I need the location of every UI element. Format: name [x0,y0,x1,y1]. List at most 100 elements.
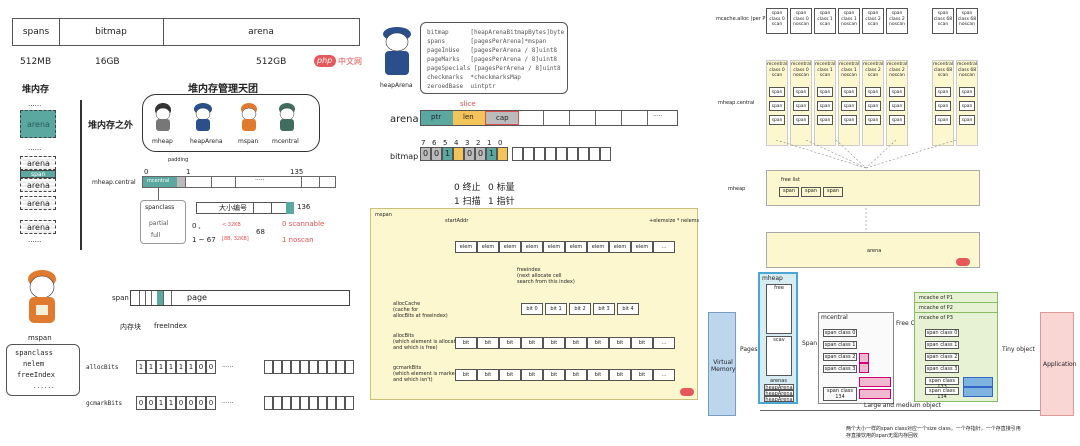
bit-cell: bit 3 [593,303,615,315]
mcache-span-cell: span class 1 scan [814,8,836,34]
mcache-span-cell: span class 1 noscan [838,8,860,34]
mcentral-span-cell: span [817,87,833,97]
bit-cell: bit [543,337,565,349]
arena-right-box: arena [766,232,980,268]
bit-cell-empty [300,396,309,410]
bit-cell: 0 [196,396,206,410]
bit-cell-empty [264,396,273,410]
bit-cell-empty [336,360,345,374]
shift-label: 68 [256,228,265,236]
bitmap-cell-empty [600,147,611,161]
elem-cell: elem [521,241,543,253]
bitmap-cell: 0 [464,147,475,161]
mcentral-span-cell: span [841,115,857,125]
large-object-label: Large and medium object [864,402,942,409]
mcache-span-cell: span class 68 scan [932,8,954,34]
ptr-cell: ptr [421,111,453,125]
elem-cell: elem [565,241,587,253]
arena-label: arena [390,114,419,125]
bit-cell-empty [318,360,327,374]
bit-cell-empty [345,396,354,410]
mcentral-head: mcentral class 2 scan [863,61,883,83]
mcentral-span-cell: span [841,87,857,97]
mcache-p3-box: mcache of P3 span class 0 span class 1 s… [914,312,998,402]
elem-cell: elem [631,241,653,253]
mcentral-span-cell: span [769,101,785,111]
ellipsis: ...... [28,100,42,108]
code-line: pageSpecials [pagesPerArena / 8]uint8 [427,65,561,72]
code-line: pageMarks [pagesPerArena / 8]uint8 [427,56,558,63]
pages-label: Pages [740,346,758,353]
php-watermark-logo: php [314,55,336,67]
code-line: pageInUse [pagesPerArena / 8]uint8 [427,47,558,54]
bit-cell-empty [300,360,309,374]
mcentral-span-cell: span [959,115,975,125]
mcentral-span-cell: span [865,101,881,111]
bitmap-size: 16GB [95,57,120,67]
divider-line [80,100,82,250]
bit-cell: 0 [196,360,206,374]
bitmap-index: 0 [498,139,503,147]
bitmap-cell-empty [545,147,556,161]
mcentral-span-cell: span [959,101,975,111]
free-object-label: Free Object [896,320,930,327]
mcentral-span-cell: span [793,87,809,97]
team-title: 堆内存管理天团 [188,84,258,95]
central-index-0: 0 [144,168,149,176]
bit-cell: bit [477,337,499,349]
mcache-label: mcache.alloc (per P) [716,16,768,22]
elem-cell: elem [477,241,499,253]
mcentral-span-cell: span [841,101,857,111]
stop-label: 0 终止 [454,183,481,193]
code-line: zeroedBase uintptr [427,83,496,90]
php-watermark-logo-3 [956,258,970,266]
bit-cell-empty [309,360,318,374]
bit-cell: 1 [176,360,186,374]
bitmap-cell: bitmap [59,19,164,45]
bit-cell: 1 [156,396,166,410]
elem-cell: elem [455,241,477,253]
flag-label: 0 标量 [488,183,515,193]
mcentral-head: mcentral class 0 noscan [791,61,811,83]
mcentral-head: mcentral class 0 scan [767,61,787,83]
spans-bitmap-arena-bar: spans bitmap arena [12,18,360,46]
bitmap-cell [497,147,508,161]
noscan-label: 1 noscan [282,236,314,244]
mspan-fields-box: spanclass nelem freeIndex ...... [6,344,80,396]
len-cell: len [453,111,485,125]
bit-cell: bit [565,369,587,381]
bit-cell: 0 [186,396,196,410]
mheap-central-label: mheap.central [92,179,136,186]
mheap-bottom-box: mheap free scav arenas heapArena heapAre… [758,272,798,404]
bit-cell-empty [318,396,327,410]
span-page-bar: page [130,290,350,306]
bitmap-cell-empty [523,147,534,161]
mcentral-span-cell: span [935,101,951,111]
mcentral-span-cell: span [793,115,809,125]
bitmap-index: 2 [476,139,481,147]
heaparena-character-icon [192,100,214,134]
mcentral-span-cell: span [817,101,833,111]
bitmap-index: 7 [421,139,426,147]
mcentral-span-cell: span [889,115,905,125]
mcentral-span-cell: span [889,101,905,111]
range-label: 1 ~ 67 [192,236,216,244]
connector-line [158,188,159,202]
elem-cell: elem [587,241,609,253]
mheap-central-right-label: mheap.central [718,100,755,106]
central-index-135: 135 [290,168,304,176]
bit-cell-empty [327,360,336,374]
alloc-bits-ellipsis: ...... [222,362,234,369]
mcentral-head: mcentral class 1 scan [815,61,835,83]
bitmap-index: 4 [454,139,459,147]
arena-block-teal: arena [20,110,56,138]
mcentral-bottom-box: mcentral span class 0 span class 1 span … [818,312,894,404]
mspan-character-icon [238,100,260,134]
heaparena-character-big-icon [380,24,414,80]
bit-cell-empty [282,360,291,374]
